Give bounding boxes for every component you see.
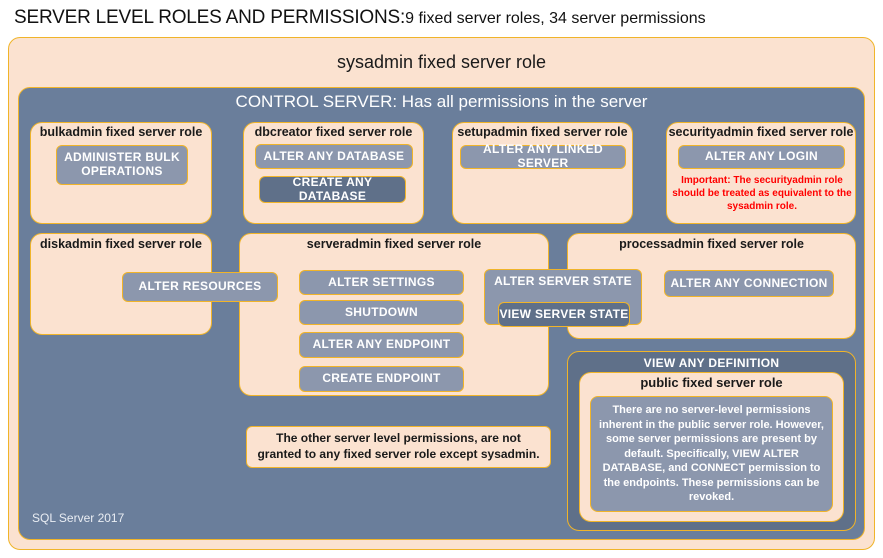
securityadmin-role-label: securityadmin fixed server role <box>668 125 854 139</box>
permission-alter-any-database: ALTER ANY DATABASE <box>255 144 413 169</box>
setupadmin-role-label: setupadmin fixed server role <box>457 125 628 139</box>
page-title: SERVER LEVEL ROLES AND PERMISSIONS:9 fix… <box>14 7 874 33</box>
bulkadmin-role-label: bulkadmin fixed server role <box>39 125 203 139</box>
page-title-subtitle: 9 fixed server roles, 34 server permissi… <box>405 10 706 27</box>
permission-alter-settings: ALTER SETTINGS <box>299 270 464 295</box>
permission-alter-any-login: ALTER ANY LOGIN <box>678 145 845 169</box>
sql-version-label: SQL Server 2017 <box>32 511 125 525</box>
setupadmin-role-box <box>452 122 633 224</box>
other-permissions-note: The other server level permissions, are … <box>246 426 551 468</box>
permission-create-endpoint: CREATE ENDPOINT <box>299 366 464 392</box>
view-any-definition-label: VIEW ANY DEFINITION <box>643 356 780 370</box>
permission-shutdown: SHUTDOWN <box>299 300 464 325</box>
sysadmin-role-label: sysadmin fixed server role <box>336 52 547 72</box>
control-server-label: CONTROL SERVER: Has all permissions in t… <box>235 92 648 111</box>
processadmin-role-label: processadmin fixed server role <box>619 237 804 251</box>
securityadmin-warning-note: Important: The securityadmin role should… <box>672 175 852 212</box>
serveradmin-role-label: serveradmin fixed server role <box>306 237 482 251</box>
permission-alter-any-endpoint: ALTER ANY ENDPOINT <box>299 332 464 358</box>
dbcreator-role-box <box>243 122 424 224</box>
public-role-note: There are no server-level permissions in… <box>590 396 833 512</box>
permission-administer-bulk-operations: ADMINISTER BULK OPERATIONS <box>56 145 188 185</box>
permission-alter-resources: ALTER RESOURCES <box>122 272 278 302</box>
permission-create-any-database: CREATE ANY DATABASE <box>259 175 406 203</box>
permission-alter-any-linked-server: ALTER ANY LINKED SERVER <box>460 142 626 170</box>
diskadmin-role-label: diskadmin fixed server role <box>40 237 202 251</box>
page-title-main: SERVER LEVEL ROLES AND PERMISSIONS: <box>14 7 406 28</box>
public-role-label: public fixed server role <box>640 375 783 390</box>
permission-alter-any-connection: ALTER ANY CONNECTION <box>664 270 834 297</box>
securityadmin-role-box <box>666 122 856 224</box>
permission-view-server-state: VIEW SERVER STATE <box>498 302 630 327</box>
dbcreator-role-label: dbcreator fixed server role <box>254 125 413 139</box>
